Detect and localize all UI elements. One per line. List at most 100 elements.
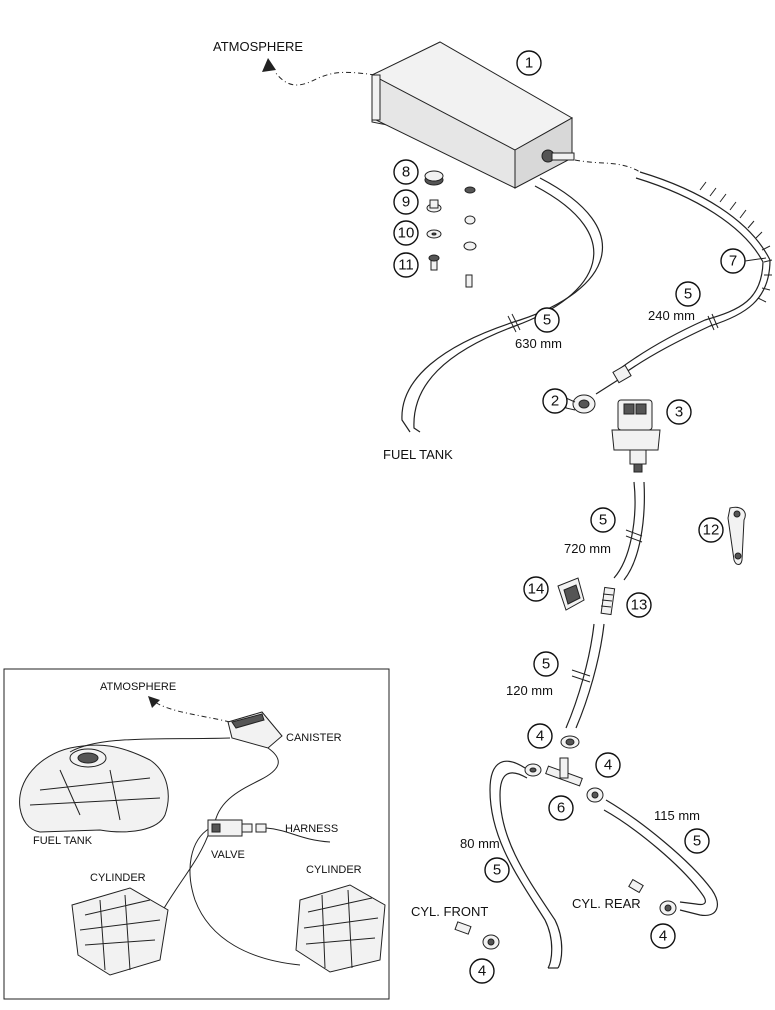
atmosphere-vent: ATMOSPHERE	[213, 39, 376, 86]
svg-text:8: 8	[402, 164, 410, 181]
clamp-4-left	[524, 763, 542, 777]
hose-630: FUEL TANK 630 mm	[383, 177, 603, 462]
callout-2: 2	[542, 388, 568, 414]
svg-text:9: 9	[402, 194, 410, 211]
canister-hose-dash	[574, 159, 641, 173]
length-630: 630 mm	[515, 336, 562, 351]
grommet-8	[424, 170, 476, 194]
connector-13	[600, 586, 616, 616]
svg-text:5: 5	[493, 862, 501, 879]
vent-arrow-icon	[262, 58, 276, 72]
inset-vent-arrow-icon	[148, 696, 160, 708]
callout-13: 13	[626, 592, 652, 618]
svg-text:5: 5	[543, 312, 551, 329]
inset-cylinder-left-label: CYLINDER	[90, 872, 146, 884]
svg-text:4: 4	[536, 728, 544, 745]
inset-cylinder-left	[71, 887, 169, 976]
callout-11: 11	[393, 252, 419, 278]
purge-valve-3	[611, 399, 661, 473]
clamp-4-top	[560, 735, 580, 749]
inset-valve-label: VALVE	[211, 849, 245, 861]
callout-5-120: 5	[533, 651, 559, 677]
screw-11	[428, 254, 473, 288]
callout-10: 10	[393, 220, 419, 246]
inset-canister-label: CANISTER	[286, 732, 342, 744]
callout-5-720: 5	[590, 507, 616, 533]
svg-text:14: 14	[528, 581, 545, 598]
inset-schematic: ATMOSPHERE CANISTER FUEL TANK HARNESS VA…	[3, 668, 390, 1000]
svg-text:3: 3	[675, 404, 683, 421]
svg-text:10: 10	[398, 225, 415, 242]
atmosphere-label: ATMOSPHERE	[213, 39, 303, 54]
svg-text:4: 4	[478, 963, 486, 980]
inset-fuel-tank-label: FUEL TANK	[33, 835, 93, 847]
washer-10	[426, 229, 477, 251]
cyl-front-label: CYL. FRONT	[411, 904, 488, 919]
inset-atmosphere-label: ATMOSPHERE	[100, 681, 176, 693]
front-nipple: CYL. FRONT	[411, 904, 500, 950]
hose-240: 240 mm	[595, 171, 773, 395]
clip-14	[557, 577, 585, 611]
hose-630-line-a	[401, 177, 603, 433]
svg-text:4: 4	[659, 928, 667, 945]
callout-5-80: 5	[484, 857, 510, 883]
hose-80: 80 mm	[460, 760, 563, 969]
svg-text:12: 12	[703, 522, 720, 539]
length-120: 120 mm	[506, 683, 553, 698]
svg-text:2: 2	[551, 393, 559, 410]
callout-1: 1	[516, 50, 542, 76]
hose-120: 120 mm	[506, 623, 605, 729]
svg-text:4: 4	[604, 757, 612, 774]
callout-4-front: 4	[469, 958, 495, 984]
inset-cylinder-right	[295, 884, 386, 973]
length-720: 720 mm	[564, 541, 611, 556]
clamp-4-right	[586, 787, 604, 803]
rear-nipple: CYL. REAR	[572, 878, 677, 916]
inset-harness-label: HARNESS	[285, 823, 338, 835]
svg-text:5: 5	[684, 286, 692, 303]
hose-720: 720 mm	[564, 481, 645, 581]
svg-text:5: 5	[693, 833, 701, 850]
fuel-tank-label: FUEL TANK	[383, 447, 453, 462]
length-240: 240 mm	[648, 308, 695, 323]
callout-5-115: 5	[684, 828, 710, 854]
strap-12	[727, 506, 746, 565]
hose-630-line-b	[413, 185, 595, 433]
svg-text:1: 1	[525, 55, 533, 72]
callout-3: 3	[666, 399, 692, 425]
length-80: 80 mm	[460, 836, 500, 851]
cap-2	[565, 394, 596, 414]
svg-text:6: 6	[557, 800, 565, 817]
callout-8: 8	[393, 159, 419, 185]
corrugation-marks	[699, 181, 773, 303]
inset-fuel-tank	[19, 744, 169, 833]
vent-line	[274, 71, 376, 86]
svg-text:11: 11	[398, 257, 414, 274]
callout-4-rear: 4	[650, 923, 676, 949]
canister-nipple	[551, 152, 575, 161]
callout-4-right: 4	[595, 752, 621, 778]
t-piece-6	[545, 757, 583, 787]
svg-text:7: 7	[729, 253, 737, 270]
callout-12: 12	[698, 517, 724, 543]
callout-5-240: 5	[675, 281, 701, 307]
callout-14: 14	[523, 576, 549, 602]
svg-text:5: 5	[599, 512, 607, 529]
canister-cap	[371, 74, 381, 121]
callout-4-top: 4	[527, 723, 553, 749]
canister	[371, 41, 575, 189]
hose-115: 115 mm	[603, 799, 718, 917]
bushing-9	[426, 199, 476, 225]
length-115: 115 mm	[654, 808, 700, 823]
hose-240-line-b	[617, 177, 764, 371]
callout-9: 9	[393, 189, 419, 215]
callout-7: 7	[720, 248, 746, 274]
callout-5-630: 5	[534, 307, 560, 333]
svg-text:5: 5	[542, 656, 550, 673]
svg-text:13: 13	[631, 597, 648, 614]
inset-cylinder-right-label: CYLINDER	[306, 864, 362, 876]
cyl-rear-label: CYL. REAR	[572, 896, 641, 911]
callout-6: 6	[548, 795, 574, 821]
